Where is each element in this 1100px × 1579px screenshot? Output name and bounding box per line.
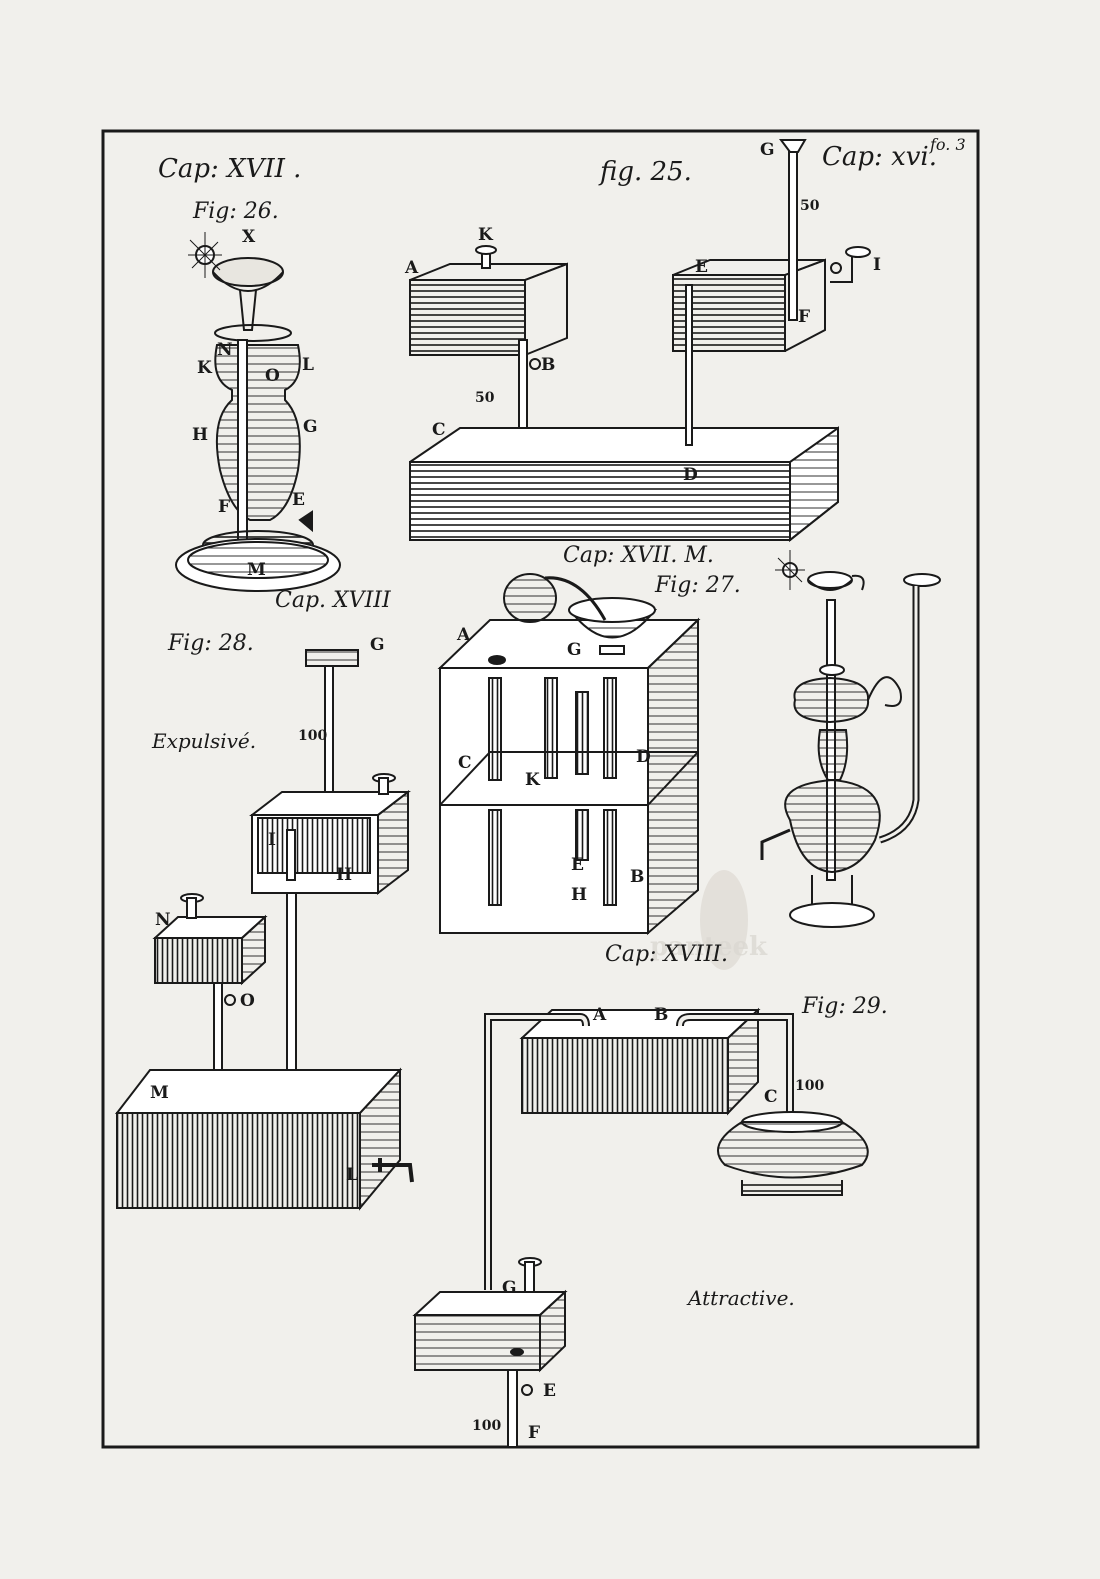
fig25-label-f: F [798, 307, 810, 327]
fig25-label-d: D [683, 465, 698, 485]
fig27-label-g: G [567, 640, 582, 660]
watermark-text: panteek [650, 932, 768, 962]
caption-fig-29: Fig: 29. [801, 994, 888, 1019]
fig26-label-n: N [217, 340, 233, 360]
fig29-label-b: B [654, 1005, 668, 1025]
caption-cap-xvii-m: Cap: XVII. M. [563, 543, 714, 568]
fig25-label-c: C [432, 420, 446, 440]
fig26-label-e: E [292, 490, 305, 510]
fig26-label-m: M [247, 560, 266, 580]
caption-cap-xviii-upper: Cap. XVIII [275, 588, 392, 613]
fig28-label-g: G [370, 635, 385, 655]
fig26-label-k: K [197, 358, 213, 378]
caption-cap-xviii-lower: Cap: XVIII. [605, 942, 728, 967]
fig28-label-l: L [346, 1165, 358, 1185]
fig29-label-100-c: 100 [795, 1078, 824, 1094]
fig25-label-a: A [404, 258, 419, 278]
fig27-label-e: E [571, 855, 584, 875]
fig26-label-x: X [242, 227, 256, 247]
caption-fig-28: Fig: 28. [167, 631, 254, 656]
fig29-label-f: F [528, 1423, 540, 1443]
fig29-label-e: E [543, 1381, 556, 1401]
fig25-label-50-right: 50 [800, 198, 820, 214]
fig28-label-o: O [240, 991, 255, 1011]
fig25-label-k: K [478, 225, 494, 245]
caption-fig-26: Fig: 26. [192, 199, 279, 224]
fig25-label-b: B [541, 355, 555, 375]
caption-expulsive: Expulsivé. [151, 729, 256, 753]
fig28-label-i: I [268, 830, 276, 850]
fig28-label-m: M [150, 1083, 169, 1103]
fig25-label-e: E [695, 257, 708, 277]
fig26-label-f: F [218, 497, 230, 517]
folio-number: fo. 3 [929, 135, 966, 154]
fig27-label-a: A [456, 625, 471, 645]
fig27-label-h: H [571, 885, 587, 905]
fig26-label-l: L [302, 355, 314, 375]
fig29-label-100-f: 100 [472, 1418, 501, 1434]
fig29-label-g: G [502, 1278, 517, 1298]
caption-cap-xvi: Cap: xvi. [822, 142, 937, 172]
fig27-label-c: C [458, 753, 472, 773]
fig28-label-h: H [336, 865, 352, 885]
fig27-label-k: K [525, 770, 541, 790]
fig26-label-g: G [303, 417, 318, 437]
caption-fig-27: Fig: 27. [654, 573, 741, 598]
fig25-label-50-left: 50 [475, 390, 495, 406]
caption-attractive: Attractive. [686, 1286, 795, 1310]
fig29-attractive-apparatus [412, 1007, 869, 1448]
fig27-label-b: B [630, 867, 644, 887]
fig27-label-d: D [636, 747, 651, 767]
fig28-expulsive-apparatus [114, 649, 414, 1211]
fig29-label-a: A [592, 1005, 607, 1025]
fig28-label-n: N [155, 910, 171, 930]
fig27-cube-apparatus [437, 573, 701, 936]
caption-cap-xvii: Cap: XVII . [158, 154, 301, 184]
fig25-label-i: I [873, 255, 881, 275]
watermark: panteek [650, 870, 768, 970]
fig26-label-o: O [265, 366, 280, 386]
fig27-fountain-ewer [760, 550, 941, 928]
fig26-lamp-vase [175, 232, 341, 592]
fig26-label-h: H [192, 425, 208, 445]
plate-border [101, 129, 980, 1449]
fig28-label-100: 100 [298, 728, 327, 744]
fig25-label-g: G [760, 140, 775, 160]
fig29-label-c: C [764, 1087, 778, 1107]
caption-fig-25: fig. 25. [598, 157, 692, 187]
fig25-cistern-apparatus [409, 139, 871, 543]
